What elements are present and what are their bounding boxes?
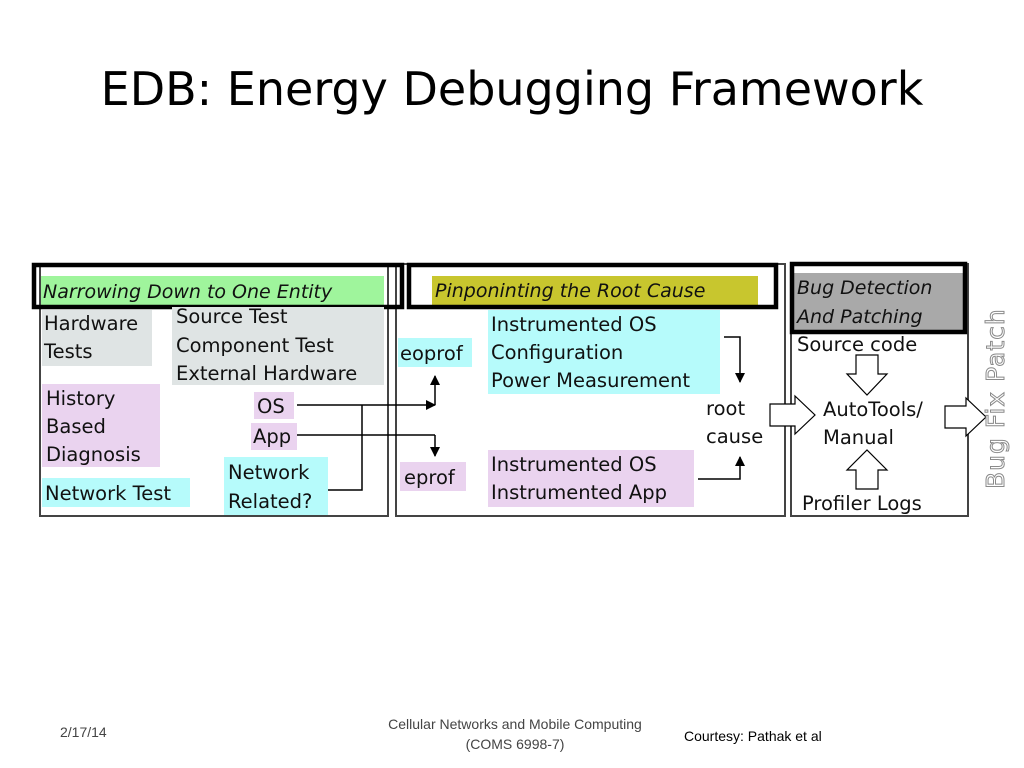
hardware-tests-line-2: Tests: [43, 340, 93, 363]
network-related-line-1: Network: [228, 461, 310, 484]
os-label: OS: [257, 395, 285, 418]
eoprof-box: [398, 338, 472, 367]
narrowing-header-bg: [41, 276, 384, 306]
instrumented-os-config-line-2: Configuration: [491, 341, 623, 364]
root-cause-arrow-top: [724, 336, 745, 383]
course-name-line-1: Cellular Networks and Mobile Computing: [388, 716, 642, 732]
component-test-label: Component Test: [176, 334, 334, 357]
network-test-box: [42, 478, 190, 507]
image-credit: Courtesy: Pathak et al: [684, 728, 822, 744]
autotools-line-2: Manual: [823, 426, 894, 449]
bug-fix-patch-label: Bug Fix Patch: [981, 308, 1010, 489]
course-name: Cellular Networks and Mobile Computing (…: [360, 714, 670, 754]
instrumented-top-box: [488, 310, 720, 394]
connector-lines: [297, 336, 745, 491]
os-box: [254, 392, 294, 419]
pinpointing-header-bg: [432, 276, 758, 306]
detection-header-line-1: Bug Detection: [797, 277, 932, 299]
detection-header-line-2: And Patching: [795, 306, 923, 328]
history-line-2: Based: [46, 415, 106, 438]
history-line-3: Diagnosis: [46, 443, 141, 466]
eoprof-label: eoprof: [400, 342, 464, 365]
pinpointing-header-frame: [406, 262, 779, 310]
profiler-logs-label: Profiler Logs: [802, 492, 922, 515]
app-label: App: [253, 425, 291, 448]
network-test-label: Network Test: [45, 482, 171, 505]
network-related-box: [224, 457, 328, 515]
source-test-label: Source Test: [176, 305, 288, 328]
network-related-line-2: Related?: [228, 490, 312, 513]
eprof-label: eprof: [404, 466, 456, 489]
autotools-line-1: AutoTools/: [823, 398, 923, 421]
network-connector: [328, 405, 363, 491]
source-code-label: Source code: [797, 333, 917, 356]
history-diagnosis-box: [42, 384, 160, 467]
instrumented-bottom-box: [488, 450, 694, 507]
app-box: [251, 423, 297, 450]
root-cause-to-autotools-arrow: [769, 394, 816, 436]
component-tests-box: [172, 307, 384, 385]
instrumented-os-line: Instrumented OS: [491, 453, 657, 476]
detection-header-frame: [789, 261, 968, 335]
hardware-tests-box: [42, 310, 152, 366]
instrumented-os-config-line-3: Power Measurement: [491, 369, 690, 392]
course-name-line-2: (COMS 6998-7): [465, 736, 565, 752]
root-cause-line-1: root: [706, 397, 745, 420]
source-to-autotools-arrow: [845, 354, 889, 396]
narrowing-header: Narrowing Down to One Entity: [43, 281, 333, 303]
logs-to-autotools-arrow: [845, 449, 889, 490]
slide-title: EDB: Energy Debugging Framework: [100, 62, 924, 116]
eprof-box: [400, 462, 466, 491]
slide-date: 2/17/14: [60, 724, 107, 740]
autotools-to-patch-arrow: [944, 396, 987, 438]
root-cause-arrow-bottom: [698, 456, 745, 480]
root-cause-line-2: cause: [706, 425, 763, 448]
external-hardware-label: External Hardware: [176, 362, 357, 385]
pinpointing-header: Pinponinting the Root Cause: [435, 280, 705, 302]
detection-header-bg: [794, 273, 964, 332]
instrumented-app-line: Instrumented App: [491, 481, 667, 504]
hardware-tests-line-1: Hardware: [44, 312, 138, 335]
instrumented-os-config-line-1: Instrumented OS: [491, 313, 657, 336]
history-line-1: History: [46, 387, 115, 410]
